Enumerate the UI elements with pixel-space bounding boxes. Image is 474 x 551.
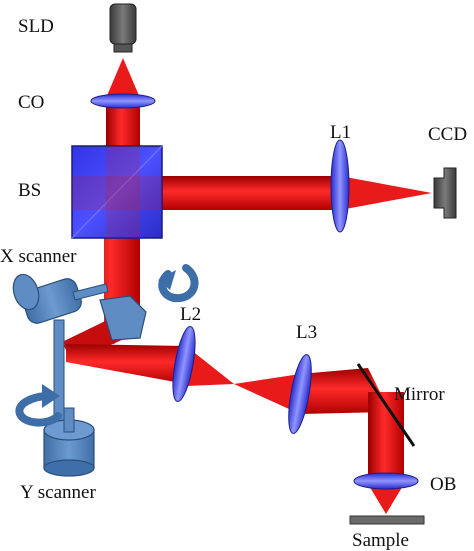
label-y-scanner: Y scanner [20,482,96,503]
x-scanner-rotation-arrow-icon [158,264,199,303]
beam-sld-cone [106,58,140,98]
ccd-camera-icon [433,167,457,219]
label-l3: L3 [296,322,317,343]
label-sld: SLD [18,16,54,37]
y-scanner-icon [43,319,95,477]
beam-focus-to-l3 [234,374,300,414]
beam-splitter-cube [71,145,163,239]
label-mirror: Mirror [394,384,445,405]
beam-bs-to-l1 [158,176,340,210]
l1-lens [330,139,350,233]
label-ccd: CCD [428,124,467,145]
label-bs: BS [18,180,41,201]
co-lens [90,93,156,109]
x-scanner-icon [12,273,147,341]
sld-source-icon [109,3,137,53]
label-co: CO [18,92,44,113]
beam-l2-to-focus [186,346,234,386]
ob-lens [353,472,419,490]
beam-ob-to-sample-cone [368,484,404,514]
label-ob: OB [430,474,456,495]
label-l2: L2 [180,304,201,325]
beam-y-to-l2 [66,344,186,384]
label-l1: L1 [330,122,351,143]
y-scanner-rotation-arrow-icon [15,384,62,427]
beam-l1-to-ccd-cone [340,176,432,210]
label-x-scanner: X scanner [0,246,77,267]
sample-plate [349,515,425,525]
mirror-line [356,363,416,447]
label-sample: Sample [352,530,409,551]
l2-lens [172,326,196,402]
l3-lens [288,354,312,434]
